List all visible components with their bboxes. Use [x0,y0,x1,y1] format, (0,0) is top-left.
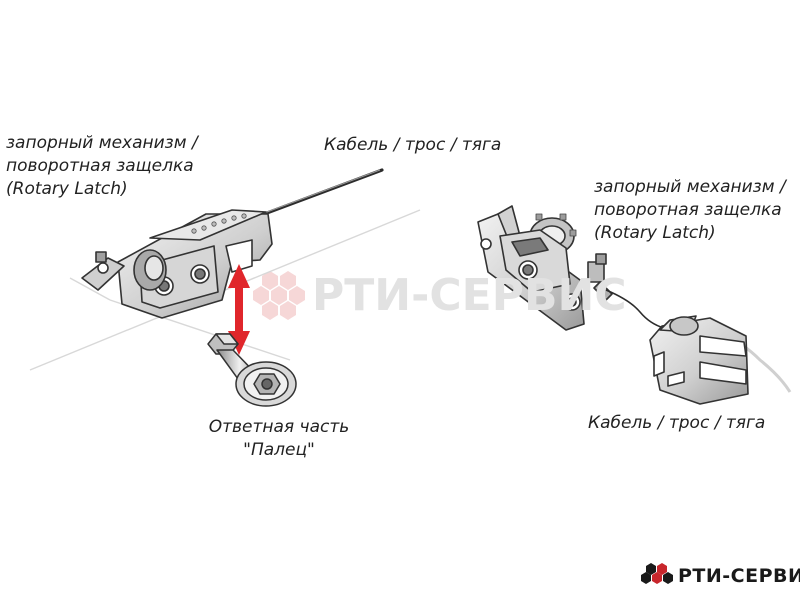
cable-label-top: Кабель / трос / тяга [324,135,502,155]
left-latch-label-line1: запорный механизм / [6,133,198,153]
right-latch-label-line3: (Rotary Latch) [594,223,716,243]
right-rotary-latch [477,205,613,331]
cable-label-right: Кабель / трос / тяга [588,413,766,433]
striker-pin [207,333,297,407]
striker-label-line1: Ответная часть [208,417,350,437]
brand-logo-icon [641,563,673,584]
cable-bracket [649,315,749,405]
movement-arrow [228,264,250,355]
right-latch-label: запорный механизм / поворотная защелка (… [594,176,786,245]
left-latch-label-line2: поворотная защелка [6,156,194,176]
watermark-text: РТИ-СЕРВИС [312,270,627,321]
right-latch-label-line2: поворотная защелка [594,200,782,220]
right-latch-label-line1: запорный механизм / [594,177,786,197]
striker-label: Ответная часть "Палец" [186,416,372,462]
striker-label-line2: "Палец" [243,440,315,460]
left-latch-label-line3: (Rotary Latch) [6,179,128,199]
left-latch-label: запорный механизм / поворотная защелка (… [6,132,198,201]
left-rotary-latch [81,209,273,319]
brand-name: РТИ-СЕРВИС [678,565,800,587]
watermark-hex-icon [253,271,305,320]
